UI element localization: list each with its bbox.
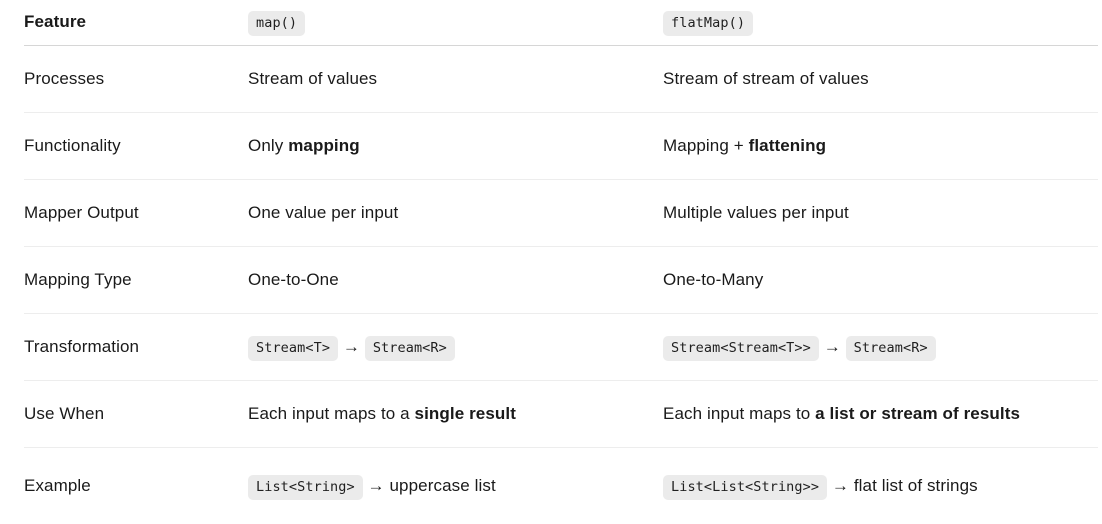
cell-text: One value per input (248, 202, 399, 222)
map-cell: Each input maps to a single result (248, 403, 663, 426)
arrow-glyph: → (827, 475, 854, 495)
map-cell: Stream<T> → Stream<R> (248, 335, 663, 361)
arrow-glyph: → (818, 336, 846, 356)
code-pill: Stream<R> (845, 335, 936, 361)
header-row: Feature map() flatMap() (24, 0, 1098, 46)
table-row: Use When Each input maps to a single resu… (24, 381, 1098, 448)
flatmap-cell: Each input maps to a list or stream of r… (663, 403, 1098, 426)
bold-text: a list or stream of results (815, 403, 1021, 423)
arrow-glyph: → (362, 475, 390, 495)
map-cell: Only mapping (248, 135, 663, 158)
cell-text: Stream of stream of values (663, 68, 869, 88)
row-feature-label: Mapping Type (24, 269, 132, 289)
cell-text: Stream of values (248, 68, 378, 88)
bold-text: single result (414, 403, 516, 423)
code-pill: Stream<R> (364, 335, 455, 361)
table-body: Processes Stream of values Stream of strea… (0, 46, 1102, 524)
map-cell: List<String> → uppercase list (248, 474, 663, 500)
table-row: Mapper Output One value per input Multiple… (24, 180, 1098, 247)
row-feature-label: Processes (24, 68, 105, 88)
bold-text: flattening (748, 135, 827, 155)
flatmap-cell: One-to-Many (663, 269, 1098, 292)
table-row: Processes Stream of values Stream of strea… (24, 46, 1098, 113)
flatmap-code-pill: flatMap() (663, 11, 754, 37)
cell-text: Each input maps to a (248, 403, 415, 423)
cell-text: uppercase list (389, 475, 496, 495)
feature-column-header: Feature (24, 12, 87, 32)
cell-text: Mapping + (663, 135, 749, 155)
row-feature-label: Use When (24, 403, 105, 423)
row-feature-label: Mapper Output (24, 202, 139, 222)
cell-text: Multiple values per input (663, 202, 849, 222)
bold-text: mapping (288, 135, 360, 155)
cell-text: Only (248, 135, 289, 155)
code-pill: List<List<String>> (663, 474, 828, 500)
row-feature-label: Transformation (24, 336, 140, 356)
cell-text: Each input maps to (663, 403, 816, 423)
flatmap-cell: Stream of stream of values (663, 68, 1098, 91)
map-cell: One-to-One (248, 269, 663, 292)
map-code-pill: map() (248, 11, 306, 37)
arrow-glyph: → (338, 336, 365, 356)
table-row: Mapping Type One-to-One One-to-Many (24, 247, 1098, 314)
cell-text: One-to-One (248, 269, 339, 289)
code-pill: Stream<Stream<T>> (663, 335, 819, 361)
flatmap-column-header: flatMap() (663, 11, 1098, 37)
flatmap-cell: Multiple values per input (663, 202, 1098, 225)
cell-text: One-to-Many (663, 269, 764, 289)
cell-text: flat list of strings (853, 475, 978, 495)
code-pill: Stream<T> (248, 335, 339, 361)
flatmap-cell: List<List<String>> → flat list of string… (663, 474, 1098, 500)
row-feature-label: Functionality (24, 135, 121, 155)
map-column-header: map() (248, 11, 663, 37)
flatmap-cell: Stream<Stream<T>> → Stream<R> (663, 335, 1098, 361)
map-cell: Stream of values (248, 68, 663, 91)
code-pill: List<String> (248, 474, 363, 500)
map-cell: One value per input (248, 202, 663, 225)
flatmap-cell: Mapping + flattening (663, 135, 1098, 158)
row-feature-label: Example (24, 475, 91, 495)
